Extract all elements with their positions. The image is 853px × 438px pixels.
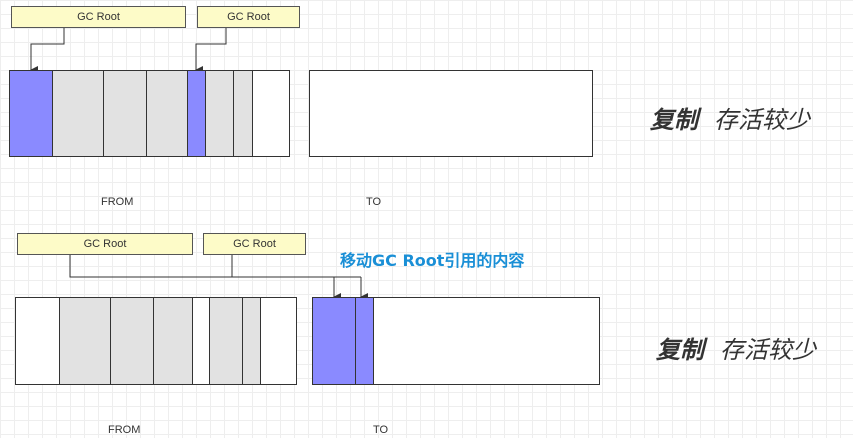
dead-object (147, 71, 188, 156)
gc-root-box-2: GC Root (197, 6, 300, 28)
top-from-region (9, 70, 290, 157)
top-reference-arrow-2 (195, 28, 227, 74)
bottom-from-region (15, 297, 297, 385)
live-object (356, 298, 374, 384)
free-space (374, 298, 599, 384)
caption-sub: 存活较少 (714, 106, 810, 134)
bottom-from-label: FROM (108, 424, 141, 436)
dead-object (111, 298, 154, 384)
free-space (16, 298, 60, 384)
bottom-reference-line-1 (69, 255, 361, 278)
dead-object (53, 71, 104, 156)
caption-sub: 存活较少 (720, 336, 816, 364)
top-caption: 复制存活较少 (650, 100, 810, 135)
bottom-to-label: TO (373, 424, 389, 436)
live-object (188, 71, 206, 156)
bottom-caption: 复制存活较少 (656, 330, 816, 365)
dead-object (210, 298, 243, 384)
free-space (261, 298, 296, 384)
caption-main: 复制 (656, 336, 704, 364)
live-object (10, 71, 53, 156)
top-to-label: TO (366, 196, 382, 208)
top-from-label: FROM (101, 196, 134, 208)
dead-object (206, 71, 234, 156)
dead-object (60, 298, 111, 384)
gc-root-box-4: GC Root (203, 233, 306, 255)
live-object (313, 298, 356, 384)
dead-object (234, 71, 253, 156)
top-reference-arrow-1 (30, 28, 65, 74)
dead-object (243, 298, 261, 384)
top-to-region (309, 70, 593, 157)
move-note: 移动GC Root引用的内容 (340, 251, 525, 270)
gc-root-box-3: GC Root (17, 233, 193, 255)
dead-object (154, 298, 193, 384)
free-space (253, 71, 289, 156)
gc-root-box-1: GC Root (11, 6, 186, 28)
bottom-to-region (312, 297, 600, 385)
caption-main: 复制 (650, 106, 698, 134)
dead-object (104, 71, 147, 156)
free-space (193, 298, 210, 384)
